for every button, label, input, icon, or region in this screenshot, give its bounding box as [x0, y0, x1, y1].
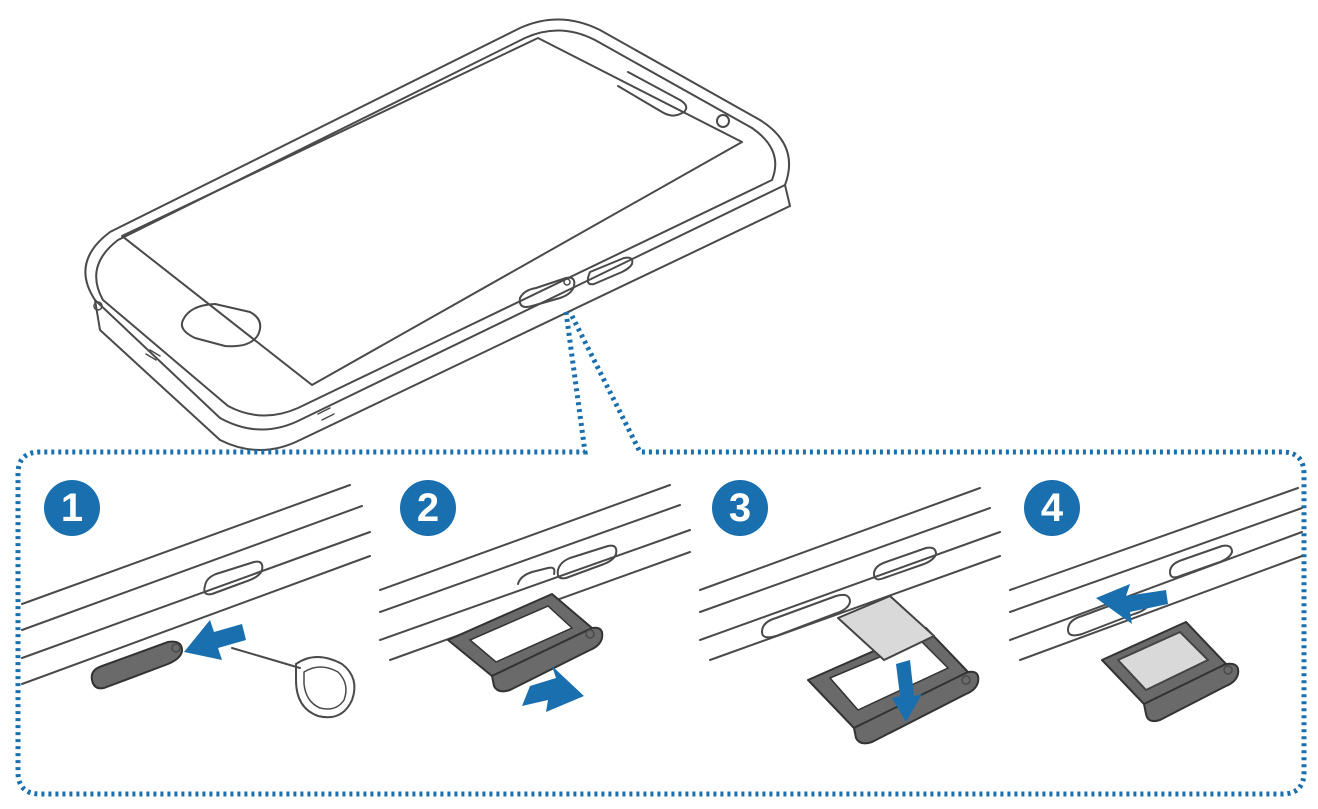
phone-illustration [84, 18, 791, 451]
sim-card-icon [1117, 631, 1209, 691]
arrow-icon [892, 660, 922, 722]
panel-step-2 [379, 484, 691, 712]
step-badge-3: 3 [712, 480, 768, 536]
sim-tray-icon [807, 627, 980, 745]
sim-tray-icon [1101, 621, 1240, 723]
ejection-pin-icon [231, 647, 356, 719]
panel-step-3 [699, 487, 1001, 745]
panel-step-1 [21, 484, 371, 719]
arrow-icon [184, 620, 246, 660]
sim-tray-icon [447, 593, 604, 693]
callout-outline [15, 310, 1307, 797]
step-badge-4: 4 [1024, 480, 1080, 536]
sim-card-icon [837, 595, 935, 661]
panel-step-4 [1009, 487, 1303, 723]
step-badge-1: 1 [44, 480, 100, 536]
arrow-icon [522, 666, 584, 712]
step-badge-2: 2 [400, 480, 456, 536]
arrow-icon [1096, 584, 1168, 624]
